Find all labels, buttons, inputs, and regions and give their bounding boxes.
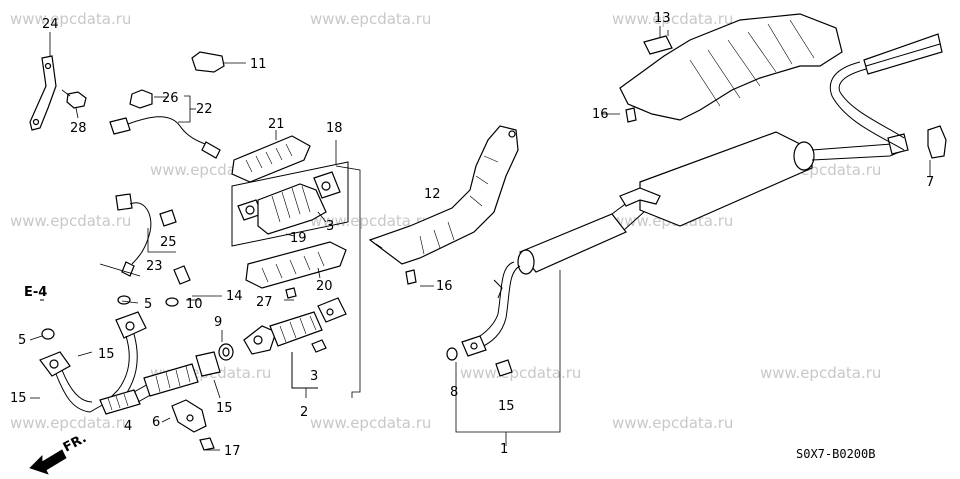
- callout-26: 26: [162, 91, 179, 106]
- heat-shield-part-12: [368, 125, 519, 285]
- direction-label: FR.: [61, 431, 89, 456]
- callout-16: 16: [436, 279, 453, 294]
- watermark: www.epcdata.ru: [10, 414, 131, 432]
- gasket-part-9: [218, 343, 234, 361]
- nut-part-28: [61, 89, 87, 119]
- bracket-part-24: [29, 32, 57, 131]
- watermark: www.epcdata.ru: [460, 364, 581, 382]
- callout-11: 11: [250, 57, 267, 72]
- callout-9: 9: [214, 315, 222, 330]
- watermark: www.epcdata.ru: [612, 10, 733, 28]
- callout-14: 14: [226, 289, 243, 304]
- watermark: www.epcdata.ru: [310, 414, 431, 432]
- lower-shield-part-20: [245, 241, 347, 299]
- callout-10: 10: [186, 297, 203, 312]
- watermarks: www.epcdata.ru www.epcdata.ru www.epcdat…: [10, 10, 881, 432]
- watermark: www.epcdata.ru: [310, 212, 431, 230]
- callout-15: 15: [216, 401, 233, 416]
- callout-3: 3: [310, 369, 318, 384]
- callout-1: 1: [500, 442, 508, 457]
- callout-15: 15: [498, 399, 515, 414]
- callout-19: 19: [290, 231, 307, 246]
- o2-sensor-lower: [99, 193, 177, 277]
- heat-shield-part-21: [231, 130, 311, 183]
- o2-sensor-upper: [109, 89, 221, 159]
- callout-4: 4: [124, 419, 132, 434]
- clip-part-11: [191, 51, 246, 73]
- callout-5: 5: [144, 297, 152, 312]
- callout-7: 7: [926, 175, 934, 190]
- callout-box-18: [231, 140, 361, 398]
- diagram-code: S0X7-B0200B: [796, 447, 875, 461]
- watermark: www.epcdata.ru: [760, 364, 881, 382]
- callout-23: 23: [146, 259, 163, 274]
- leader-lines: [29, 26, 931, 451]
- section-ref-label: E-4: [24, 285, 47, 300]
- callout-24: 24: [42, 17, 59, 32]
- callout-15: 15: [98, 347, 115, 362]
- callout-12: 12: [424, 187, 441, 202]
- center-muffler: [446, 213, 627, 377]
- watermark: www.epcdata.ru: [310, 10, 431, 28]
- heat-shield-part-13: [619, 13, 843, 123]
- rear-muffler: [611, 33, 947, 231]
- callout-22: 22: [196, 102, 213, 117]
- callout-5: 5: [18, 333, 26, 348]
- callout-27: 27: [256, 295, 273, 310]
- callout-3: 3: [326, 219, 334, 234]
- callout-21: 21: [268, 117, 285, 132]
- callout-18: 18: [326, 121, 343, 136]
- callout-28: 28: [70, 121, 87, 136]
- callout-16: 16: [592, 107, 609, 122]
- callout-25: 25: [160, 235, 177, 250]
- watermark: www.epcdata.ru: [612, 414, 733, 432]
- front-direction-arrow: FR.: [29, 431, 89, 475]
- callout-13: 13: [654, 11, 671, 26]
- callout-8: 8: [450, 385, 458, 400]
- watermark: www.epcdata.ru: [10, 212, 131, 230]
- watermark: www.epcdata.ru: [10, 10, 131, 28]
- callout-labels: 1 2 3 3 4 5 5 6 7 8 9 10 11 12 13 14 15 …: [10, 11, 934, 459]
- callout-17: 17: [224, 444, 241, 459]
- callout-2: 2: [300, 405, 308, 420]
- flex-pipe-part-2: [243, 297, 347, 398]
- callout-box-1: [455, 270, 561, 446]
- callout-15: 15: [10, 391, 27, 406]
- gasket-part-5: [41, 295, 131, 340]
- callout-20: 20: [316, 279, 333, 294]
- bracket-part-6: [171, 399, 215, 451]
- callout-6: 6: [152, 415, 160, 430]
- catalytic-converter: [237, 171, 341, 237]
- gasket-part-10: [165, 265, 191, 307]
- exhaust-pipe-part-4: [39, 299, 221, 415]
